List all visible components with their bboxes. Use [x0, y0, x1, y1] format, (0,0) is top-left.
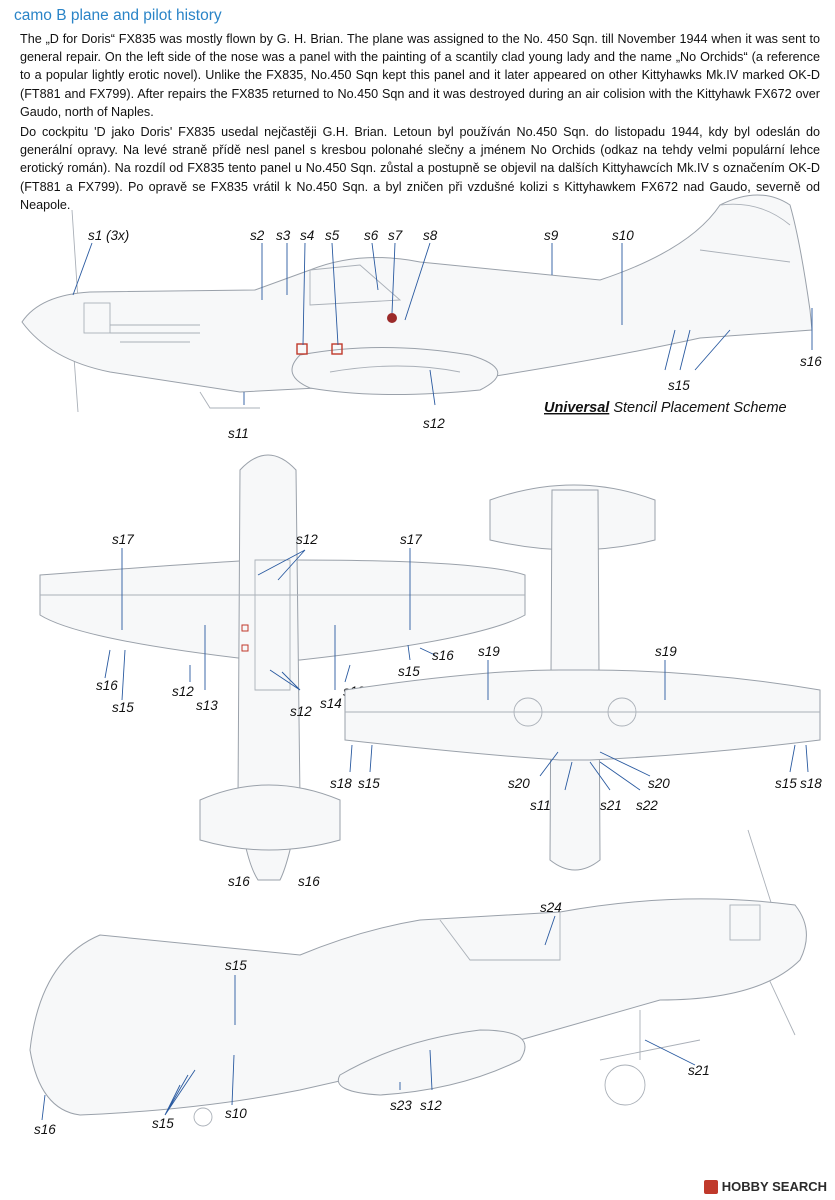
label-s22: s22 — [636, 798, 658, 813]
label-s14: s14 — [320, 696, 342, 711]
top-view: s17 s12 s17 s16 s15 s12 s13 s12 s14 s12 … — [39, 454, 526, 889]
label-s12-lower-side: s12 — [420, 1098, 442, 1113]
label-s15-bottom-left: s15 — [358, 776, 380, 791]
label-s19-right: s19 — [655, 644, 677, 659]
label-s15-topview-right: s15 — [398, 664, 420, 679]
label-s3: s3 — [276, 228, 291, 243]
hobby-search-watermark: HOBBY SEARCH — [703, 1179, 827, 1194]
label-s11-bottom: s11 — [530, 798, 551, 813]
label-s19-left: s19 — [478, 644, 500, 659]
label-s6: s6 — [364, 228, 379, 243]
hobby-search-logo-icon — [703, 1179, 718, 1194]
label-s12-topview-left: s12 — [172, 684, 194, 699]
label-s11-side: s11 — [228, 426, 249, 441]
label-s5: s5 — [325, 228, 340, 243]
label-s12-topview-upper: s12 — [296, 532, 318, 547]
label-s9: s9 — [544, 228, 559, 243]
label-s2: s2 — [250, 228, 265, 243]
label-s15-lower-tail: s15 — [152, 1116, 174, 1131]
history-text-english: The „D for Doris“ FX835 was mostly flown… — [20, 32, 820, 119]
watermark-text: HOBBY SEARCH — [721, 1179, 827, 1194]
label-s1: s1 (3x) — [88, 228, 129, 243]
label-s10: s10 — [612, 228, 634, 243]
label-s20-left: s20 — [508, 776, 530, 791]
label-s15-bottom-right: s15 — [775, 776, 797, 791]
label-s16-side: s16 — [800, 354, 822, 369]
label-s17-topview-left: s17 — [112, 532, 134, 547]
history-text-czech: Do cockpitu 'D jako Doris' FX835 usedal … — [20, 125, 820, 212]
label-s13: s13 — [196, 698, 218, 713]
label-s16-tail-right: s16 — [298, 874, 320, 889]
label-s18-right: s18 — [800, 776, 822, 791]
label-s8: s8 — [423, 228, 438, 243]
scheme-title: Universal Stencil Placement Scheme — [544, 400, 787, 416]
label-s21-side: s21 — [688, 1063, 710, 1078]
label-s4: s4 — [300, 228, 314, 243]
label-s16-topview-left: s16 — [96, 678, 118, 693]
label-s15-lower-side: s15 — [225, 958, 247, 973]
label-s16-tail-left: s16 — [228, 874, 250, 889]
label-s18-left: s18 — [330, 776, 352, 791]
label-s15-topview-left: s15 — [112, 700, 134, 715]
section-heading: camo B plane and pilot history — [14, 7, 222, 24]
label-s20-right: s20 — [648, 776, 670, 791]
label-s17-topview-right: s17 — [400, 532, 422, 547]
label-s16-topview-right: s16 — [432, 648, 454, 663]
label-s21-bottom: s21 — [600, 798, 622, 813]
label-s10-lower-side: s10 — [225, 1106, 247, 1121]
label-s7: s7 — [388, 228, 403, 243]
label-s16-lower-tail: s16 — [34, 1122, 56, 1137]
side-view-top: s1 (3x) s2 s3 s4 s5 s6 s7 s8 s9 s10 s16 … — [21, 194, 822, 441]
label-s23: s23 — [390, 1098, 412, 1113]
label-s15-side: s15 — [668, 378, 690, 393]
label-s24: s24 — [540, 900, 562, 915]
label-s12-topview-center: s12 — [290, 704, 312, 719]
label-s12-side: s12 — [423, 416, 445, 431]
bottom-view: s19 s19 s18 s15 s20 s11 s21 s22 s20 s15 … — [330, 484, 822, 871]
side-view-bottom: s24 s15 s21 s23 s12 s10 s15 s16 — [29, 829, 807, 1137]
